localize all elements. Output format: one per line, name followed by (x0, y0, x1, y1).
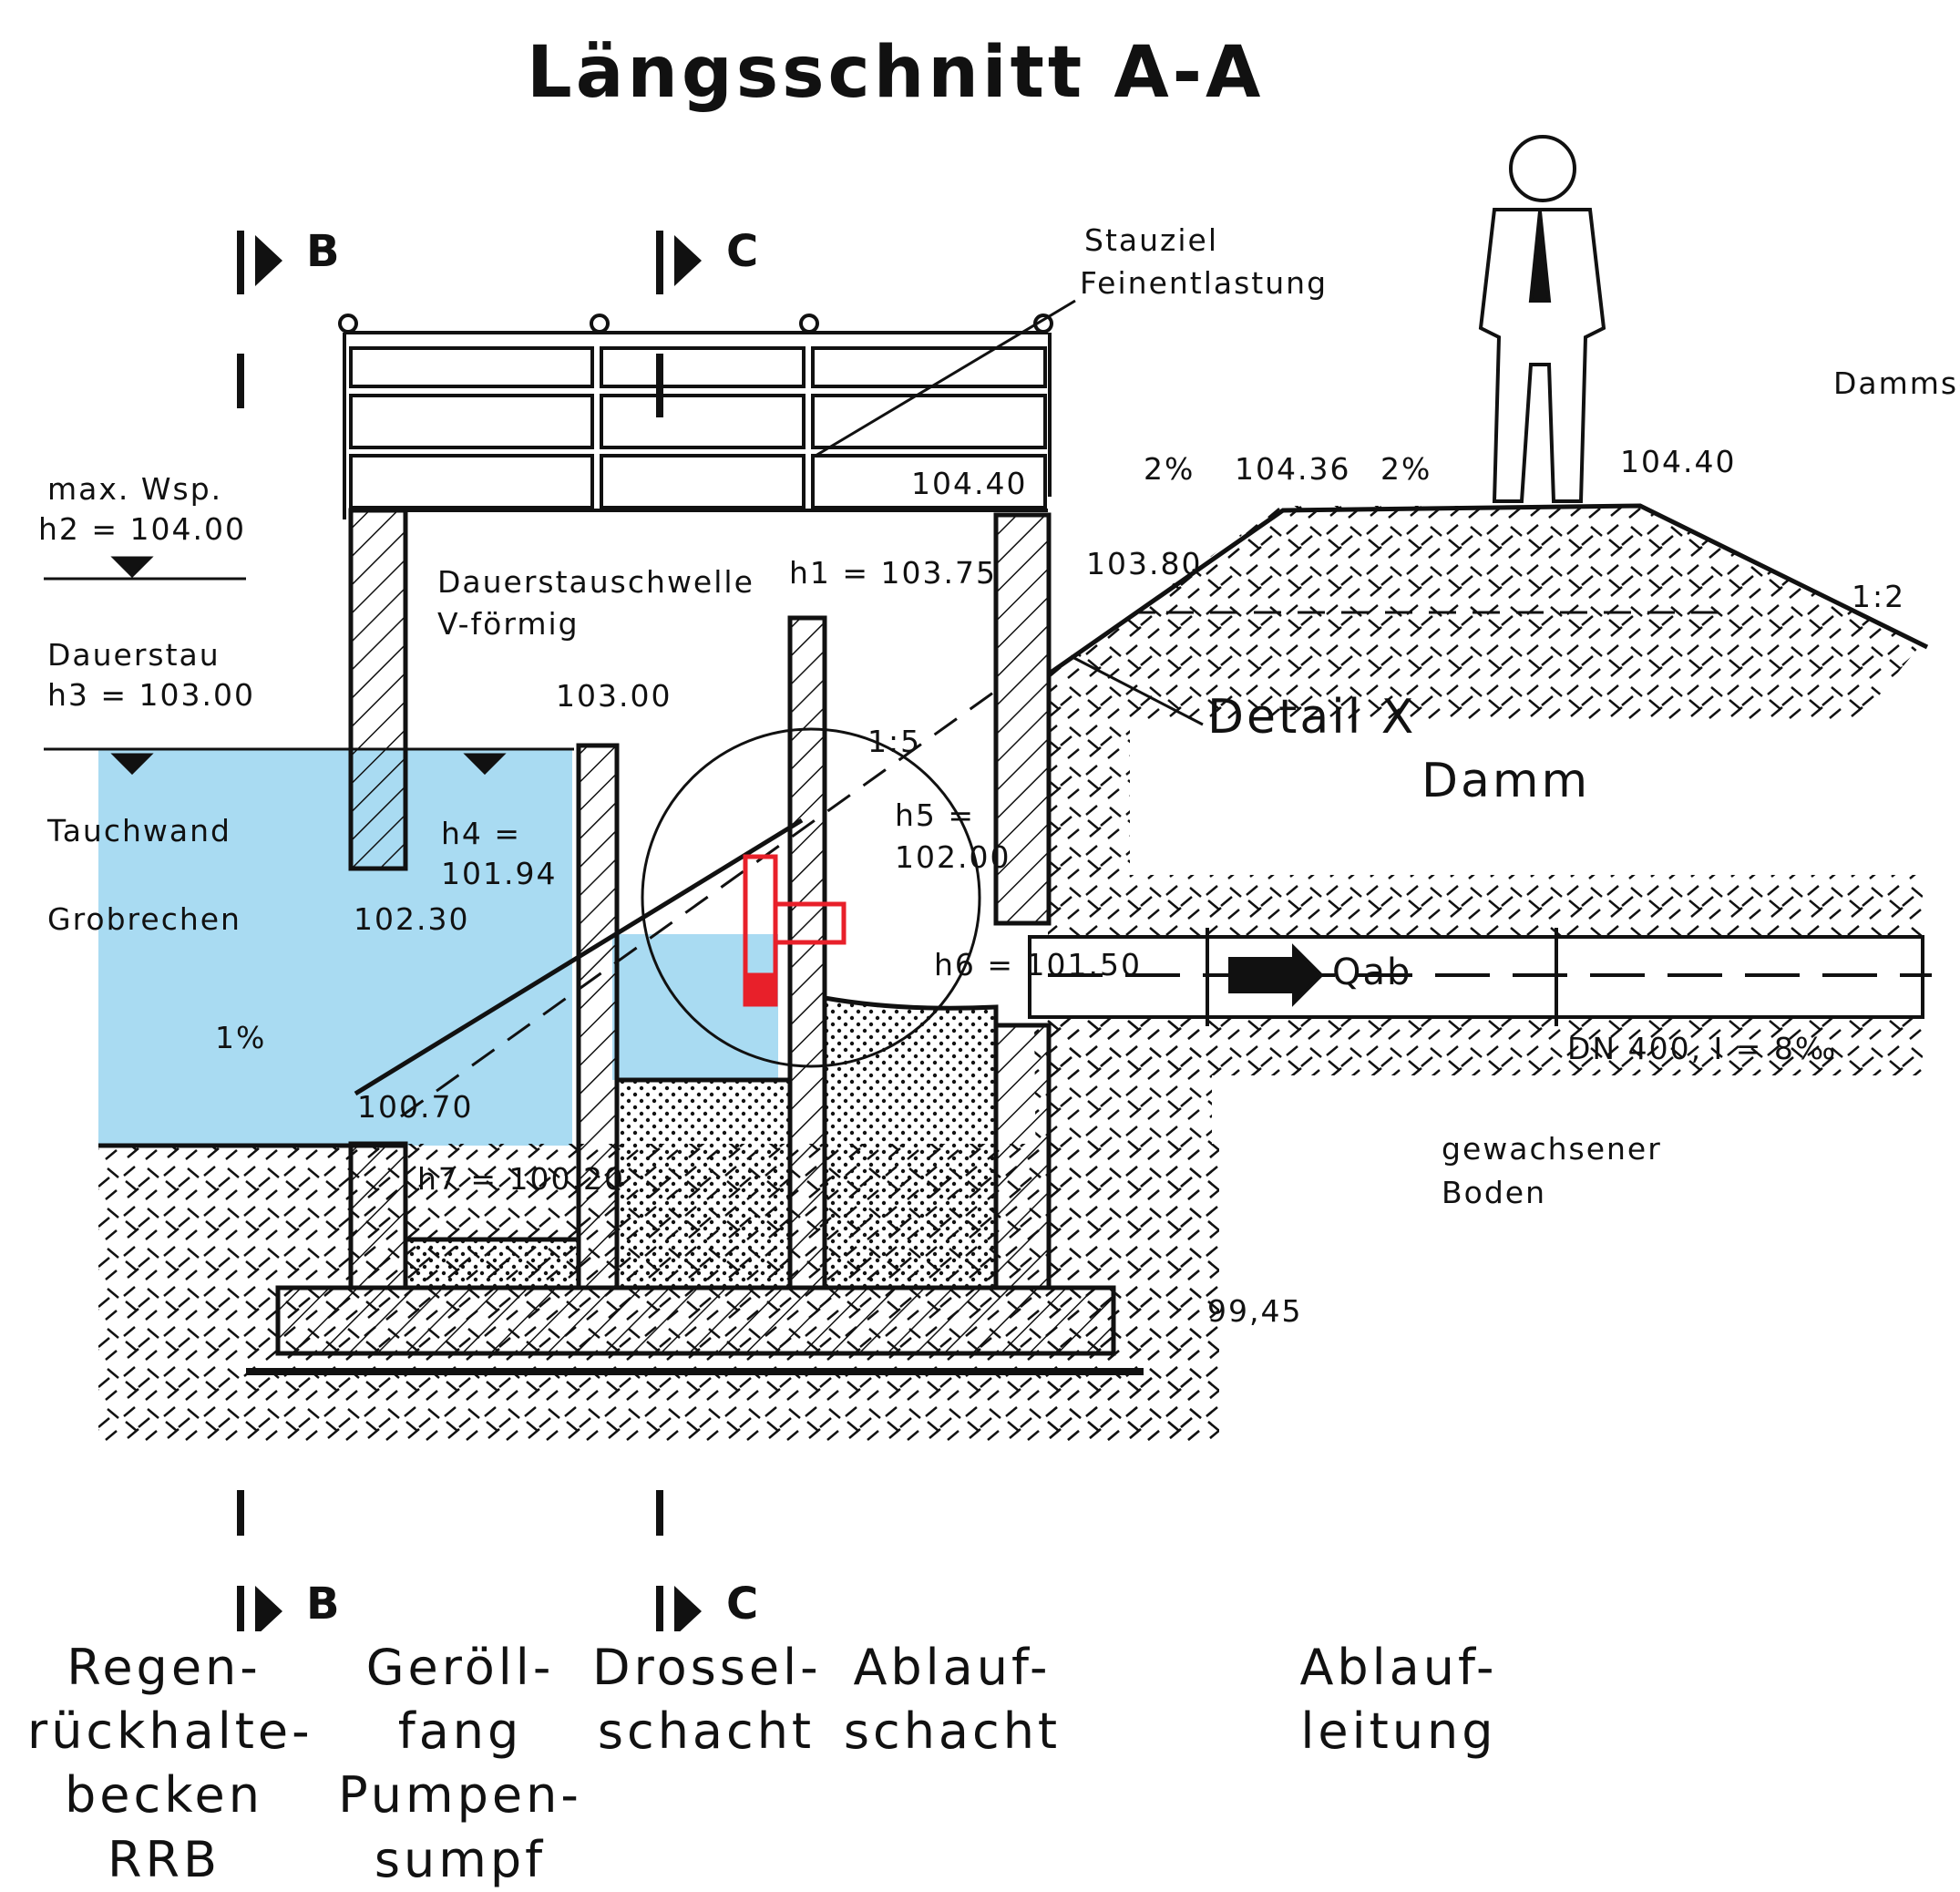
diagram-title: Längsschnitt A-A (527, 32, 1265, 114)
dauerstau-label: Dauerstau (47, 637, 221, 673)
h4-label-a: h4 = (441, 816, 522, 851)
column-rrb-line-4: RRB (107, 1830, 221, 1888)
person-figure (1478, 135, 1606, 503)
dammschulter-label: Dammscl (1833, 365, 1960, 401)
outlet-pipe (1028, 928, 1932, 1026)
h3-label: h3 = 103.00 (47, 677, 256, 713)
railing (338, 314, 1053, 519)
elevation-10230: 102.30 (354, 901, 470, 937)
concrete-structure (246, 508, 1144, 1375)
column-rrb-line-1: Regen- (67, 1639, 262, 1696)
detail-x-label: Detail X (1207, 690, 1417, 745)
section-mark-c-bottom: C (726, 1578, 759, 1630)
column-ablaufleitung-line-2: leitung (1300, 1702, 1497, 1761)
column-geroellfang-line-4: sumpf (374, 1830, 547, 1888)
elevation-10380: 103.80 (1086, 546, 1203, 581)
slope-1-2: 1:2 (1852, 579, 1906, 614)
slope-2pct-right: 2% (1380, 451, 1432, 487)
gefaelle-label: 1% (215, 1020, 267, 1055)
stauziel-label-1: Stauziel (1084, 222, 1218, 258)
dauerstauschwelle-label-2: V-förmig (437, 606, 580, 642)
elevation-10070: 100.70 (357, 1089, 474, 1125)
h1-label: h1 = 103.75 (789, 555, 998, 591)
column-geroellfang: Geröll- fang Pumpen- sumpf (337, 1636, 583, 1892)
section-mark-b-bottom: B (306, 1578, 340, 1630)
section-arrow-b-top (237, 231, 282, 408)
column-rrb-line-2: rückhalte- (27, 1702, 313, 1761)
column-drosselschacht-line-2: schacht (597, 1702, 816, 1761)
highlight-markers (743, 854, 847, 1007)
column-rrb-line-3: becken (65, 1766, 263, 1825)
elevation-10440-right: 104.40 (1620, 444, 1737, 479)
h4-label-b: 101.94 (441, 856, 558, 891)
column-ablaufleitung-line-1: Ablauf- (1299, 1639, 1498, 1696)
elevation-9945: 99,45 (1207, 1293, 1303, 1329)
damm-label: Damm (1421, 754, 1591, 808)
tauchwand-label: Tauchwand (47, 813, 231, 848)
elevation-10300: 103.00 (556, 678, 672, 714)
h5-label-b: 102.00 (895, 839, 1011, 875)
section-arrow-b-bottom (237, 1490, 282, 1631)
column-ablaufschacht-line-1: Ablauf- (853, 1639, 1052, 1696)
h5-label-a: h5 = (895, 797, 976, 833)
dauerstauschwelle-label-1: Dauerstauschwelle (437, 564, 754, 600)
section-arrow-c-bottom (656, 1490, 702, 1631)
section-mark-b-top: B (306, 226, 340, 277)
detail-x-circle (354, 299, 1204, 1118)
column-geroellfang-line-1: Geröll- (365, 1639, 555, 1696)
elevation-10436: 104.36 (1235, 451, 1351, 487)
boden-label-1: gewachsener (1442, 1131, 1662, 1167)
max-water-label: max. Wsp. (47, 471, 223, 507)
elevation-10440-top: 104.40 (911, 466, 1028, 501)
pipe-label: DN 400, I = 8‰ (1567, 1031, 1838, 1066)
column-ablaufschacht: Ablauf- schacht (838, 1636, 1066, 1763)
section-mark-c-top: C (726, 226, 759, 277)
column-drosselschacht: Drossel- schacht (592, 1636, 820, 1763)
section-arrow-c-top (656, 231, 702, 417)
column-geroellfang-line-2: fang (397, 1702, 523, 1761)
column-rrb: Regen- rückhalte- becken RRB (27, 1636, 313, 1892)
h7-label: h7 = 100.20 (417, 1161, 626, 1197)
stauziel-label-2: Feinentlastung (1080, 265, 1329, 301)
boden-label-2: Boden (1442, 1175, 1546, 1210)
column-drosselschacht-line-1: Drossel- (592, 1639, 822, 1696)
water-body (98, 749, 778, 1146)
column-geroellfang-line-3: Pumpen- (338, 1766, 582, 1825)
qab-label: Qab (1332, 951, 1412, 993)
water-level-marks (44, 556, 574, 1148)
h6-label: h6 = 101.50 (934, 947, 1143, 982)
slope-1-5: 1:5 (867, 724, 922, 759)
column-ablaufleitung: Ablauf- leitung (1280, 1636, 1517, 1763)
h2-label: h2 = 104.00 (38, 511, 247, 547)
column-ablaufschacht-line-2: schacht (843, 1702, 1062, 1761)
grobrechen-label: Grobrechen (47, 901, 241, 937)
slope-2pct-left: 2% (1144, 451, 1195, 487)
